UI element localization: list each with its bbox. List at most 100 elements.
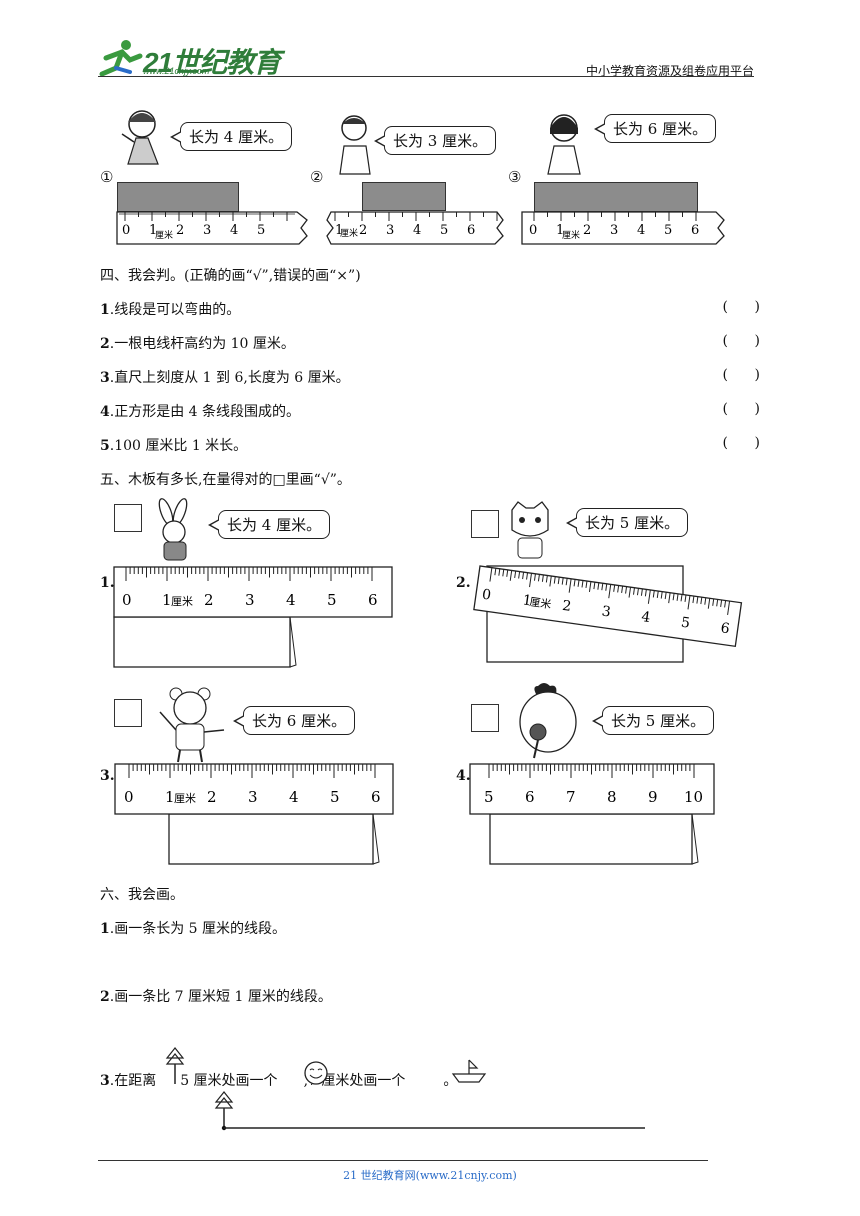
header-divider	[98, 76, 754, 77]
bear-illustration	[159, 687, 225, 763]
ruler-label-2: 2	[359, 223, 367, 238]
ruler-tick	[605, 583, 608, 591]
ruler-label-0: 0	[481, 587, 492, 604]
drawing-line[interactable]	[213, 1090, 649, 1132]
board	[113, 616, 291, 668]
ruler-tick	[577, 579, 580, 587]
question: 5.100 厘米比 1 米长。	[100, 438, 248, 454]
ruler-label-5: 5	[327, 591, 337, 609]
ruler-tick	[640, 588, 643, 596]
ruler-tick	[585, 580, 588, 589]
ruler-label-1: 1	[556, 223, 564, 238]
gray-bar	[117, 182, 239, 212]
ruler-label-4: 4	[640, 609, 651, 626]
ruler-tick	[652, 590, 655, 598]
ruler-label-4: 4	[230, 223, 238, 238]
question: 1.线段是可以弯曲的。	[100, 302, 241, 318]
ruler: 0 1 厘米 2 3 4 5 6	[521, 211, 725, 245]
board	[489, 813, 693, 865]
ruler-with-board: 5 6 7 8 9 10	[469, 763, 715, 865]
ruler-tick	[597, 582, 600, 590]
ruler-label-1: 1	[335, 223, 343, 238]
ruler-tick	[664, 592, 667, 600]
ruler-label-5: 5	[330, 788, 340, 806]
smiley-icon	[304, 1061, 328, 1085]
ruler-label-4: 4	[637, 223, 645, 238]
ruler-label-3: 3	[248, 788, 258, 806]
ruler-label-6: 6	[691, 223, 699, 238]
ruler-label-2: 2	[583, 223, 591, 238]
question: 2.画一条比 7 厘米短 1 厘米的线段。	[100, 989, 332, 1005]
ruler-tick	[568, 578, 572, 593]
ruler-tick	[557, 577, 560, 585]
chicken-illustration	[519, 683, 577, 759]
ruler-tick	[601, 583, 604, 591]
ruler-label-1: 1	[149, 223, 157, 238]
ruler-tick	[696, 596, 699, 604]
ruler-label-6: 6	[368, 591, 378, 609]
ruler-tick	[636, 588, 639, 596]
answer-blank[interactable]: ()	[722, 367, 760, 383]
ruler-unit: 厘米	[340, 227, 358, 239]
answer-blank[interactable]: ()	[722, 333, 760, 349]
ruler-tick	[633, 587, 635, 595]
ruler-tick	[625, 586, 628, 594]
ruler-tick	[613, 584, 616, 592]
ruler-tick	[707, 598, 711, 609]
ruler-tick	[617, 585, 620, 593]
ruler-tick	[724, 600, 727, 608]
ruler-label-0: 0	[122, 591, 132, 609]
ruler-with-board: 0 1 厘米 2 3 4 5 6	[113, 566, 393, 668]
item-label: 4.	[456, 768, 471, 784]
item-label: 1.	[100, 575, 115, 591]
ruler-tick	[526, 572, 529, 580]
ruler-label-3: 3	[245, 591, 255, 609]
section-title: 五、木板有多长,在量得对的□里画“√”。	[100, 472, 351, 488]
tilted-ruler-with-board: 0 1 厘米 2 3 4 5 6	[473, 565, 743, 663]
ruler-tick	[494, 568, 497, 576]
footer-text: 21 世纪教育网(www.21cnjy.com)	[343, 1169, 517, 1182]
ruler-tick	[672, 593, 675, 601]
ruler-tick	[608, 584, 612, 599]
ruler-label-6: 6	[525, 788, 535, 806]
ruler-tick	[644, 589, 647, 597]
answer-blank[interactable]: ()	[722, 435, 760, 451]
ruler-tick	[541, 574, 544, 582]
tree-icon	[214, 1091, 234, 1109]
ruler-label-6: 6	[467, 223, 475, 238]
answer-blank[interactable]: ()	[722, 299, 760, 315]
ruler-label-8: 8	[607, 788, 617, 806]
boy-illustration	[339, 115, 371, 175]
answer-blank[interactable]: ()	[722, 401, 760, 417]
question: 3.直尺上刻度从 1 到 6,长度为 6 厘米。	[100, 370, 350, 386]
ruler-tick	[502, 569, 505, 577]
ruler-tick	[680, 594, 683, 602]
platform-title: 中小学教育资源及组卷应用平台	[585, 64, 754, 78]
checkbox[interactable]	[114, 504, 142, 532]
section-title: 四、我会判。(正确的画“√”,错误的画“×”)	[100, 268, 361, 284]
ruler-tick	[668, 592, 671, 604]
ruler-tick	[545, 575, 548, 583]
checkbox[interactable]	[114, 699, 142, 727]
ruler-tick	[593, 582, 596, 590]
gray-bar	[534, 182, 698, 212]
ruler-label-2: 2	[176, 223, 184, 238]
ruler-label-0: 0	[124, 788, 134, 806]
ruler-tick	[621, 585, 624, 594]
ruler-tick	[656, 590, 659, 599]
ruler-label-2: 2	[204, 591, 214, 609]
speech-bubble: 长为 5 厘米。	[565, 508, 689, 537]
speech-bubble: 长为 4 厘米。	[169, 122, 293, 151]
checkbox[interactable]	[471, 510, 499, 538]
checkbox[interactable]	[471, 704, 499, 732]
ruler-tick	[700, 597, 703, 605]
logo-text: 21世纪教育	[143, 47, 281, 78]
ruler: 1 厘米 2 3 4 5 6	[326, 211, 504, 245]
ruler: 0 1 厘米 2 3 4 5	[116, 211, 308, 245]
ruler-label-2: 2	[561, 598, 572, 615]
ruler-unit: 厘米	[174, 792, 196, 805]
ruler-label-6: 6	[371, 788, 381, 806]
ruler-tick	[720, 599, 723, 607]
girl-illustration	[121, 110, 159, 165]
